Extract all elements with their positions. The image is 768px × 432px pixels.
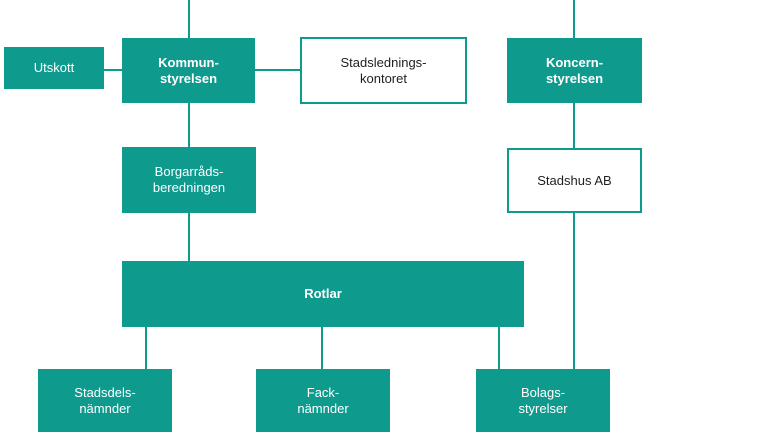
node-utskott: Utskott [4, 47, 104, 89]
node-facknamnder-label: Fack- nämnder [297, 384, 349, 416]
node-stadshus-ab: Stadshus AB [507, 148, 642, 213]
connector-utskott-kommunstyrelsen [104, 69, 122, 71]
node-facknamnder: Fack- nämnder [256, 369, 390, 432]
connector-rotlar-facknamnder [321, 327, 323, 369]
node-borgarradsberedningen: Borgarråds- beredningen [122, 147, 256, 213]
connector-top-kommunstyrelsen [188, 0, 190, 38]
connector-borgarradsberedningen-rotlar [188, 213, 190, 261]
node-bolagsstyrelser: Bolags- styrelser [476, 369, 610, 432]
connector-rotlar-stadsdelsnamnder [145, 327, 147, 369]
node-rotlar: Rotlar [122, 261, 524, 327]
connector-koncernstyrelsen-stadshus [573, 103, 575, 148]
connector-stadshus-bolagsstyrelser [573, 213, 575, 369]
node-stadshus-ab-label: Stadshus AB [537, 172, 612, 188]
node-kommunstyrelsen: Kommun- styrelsen [122, 38, 255, 103]
connector-top-koncernstyrelsen [573, 0, 575, 38]
node-koncernstyrelsen: Koncern- styrelsen [507, 38, 642, 103]
node-koncernstyrelsen-label: Koncern- styrelsen [545, 54, 604, 86]
node-stadsledningskontoret: Stadslednings- kontoret [300, 37, 467, 104]
node-stadsdelsnamnder: Stadsdels- nämnder [38, 369, 172, 432]
node-rotlar-label: Rotlar [304, 286, 342, 301]
node-borgarradsberedningen-label: Borgarråds- beredningen [152, 164, 226, 195]
connector-kommunstyrelsen-stadsledningskontoret [255, 69, 300, 71]
node-stadsledningskontoret-label: Stadslednings- kontoret [340, 54, 427, 86]
node-kommunstyrelsen-label: Kommun- styrelsen [158, 54, 219, 86]
connector-kommunstyrelsen-borgarradsberedningen [188, 103, 190, 147]
node-stadsdelsnamnder-label: Stadsdels- nämnder [74, 384, 136, 416]
node-utskott-label: Utskott [33, 60, 75, 75]
connector-rotlar-bolagsstyrelser [498, 327, 500, 369]
node-bolagsstyrelser-label: Bolags- styrelser [518, 384, 568, 416]
